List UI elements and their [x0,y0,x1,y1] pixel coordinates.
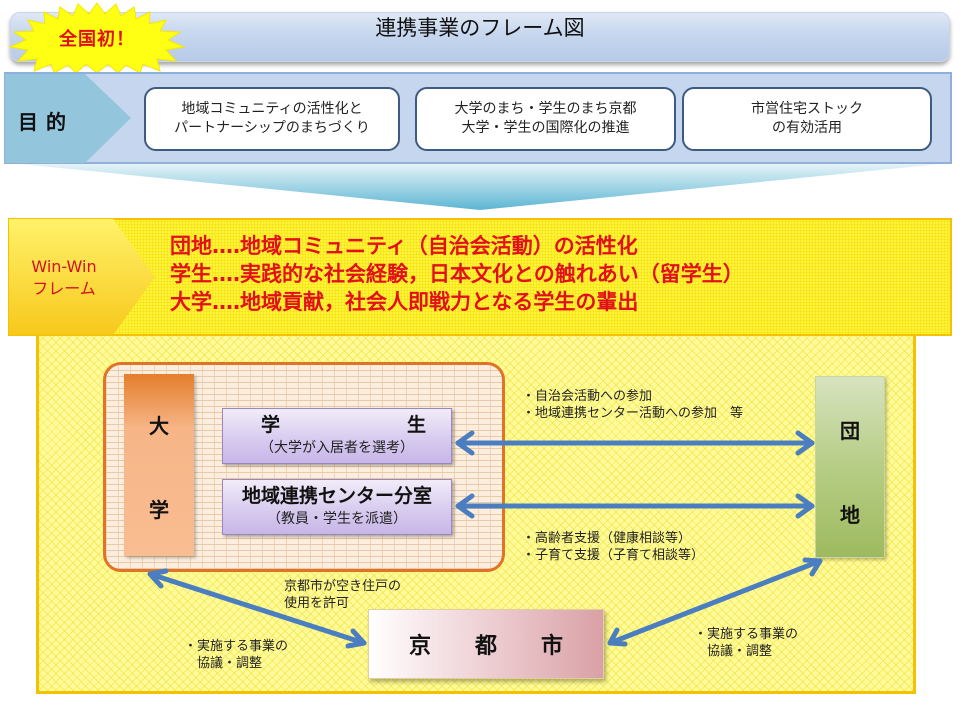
benefit-student: 学生‥‥実践的な社会経験，日本文化との触れあい（留学生） [170,262,744,286]
student-title-left: 学 [261,414,281,436]
kyoto-char-2: 都 [474,634,497,659]
university-column: 大 学 [124,374,194,556]
note-top-right: ・自治会活動への参加 ・地域連携センター活動への参加 等 [522,388,743,422]
student-box: 学 生 （大学が入居者を選考） [222,408,452,464]
note-line: ・子育て支援（子育て相談等） [522,548,705,563]
note-line: ・高齢者支援（健康相談等） [522,531,692,546]
goal-housing-stock: 市営住宅ストック の有効活用 [682,87,932,151]
note-line: 協議・調整 [694,644,773,659]
note-line: 協議・調整 [184,656,263,671]
note-mid-right: ・高齢者支援（健康相談等） ・子育て支援（子育て相談等） [522,530,704,564]
note-bottom-right: ・実施する事業の 協議・調整 [694,626,798,660]
page-title: 連携事業のフレーム図 [375,16,585,40]
regional-center-box: 地域連携センター分室 （教員・学生を派遣） [222,479,452,535]
winwin-band [8,218,952,336]
note-line: ・実施する事業の [694,627,799,642]
purpose-label: 目的 [18,110,74,134]
benefit-university: 大学‥‥地域貢献，社会人即戦力となる学生の輩出 [170,290,639,314]
note-kyoto-permission: 京都市が空き住戸の 使用を許可 [284,578,401,612]
student-subtitle: （大学が入居者を選考） [260,440,414,456]
winwin-chevron [9,219,155,335]
student-title-right: 生 [406,414,426,436]
regional-center-title: 地域連携センター分室 [241,485,432,507]
winwin-benefits: 団地‥‥地域コミュニティ（自治会活動）の活性化 学生‥‥実践的な社会経験，日本文… [170,232,744,316]
kyoto-char-3: 市 [540,634,563,659]
goal-community: 地域コミュニティの活性化と パートナーシップのまちづくり [144,87,400,151]
note-line: ・実施する事業の [184,639,289,654]
danchi-char-1: 団 [840,419,860,443]
danchi-column: 団 地 [815,376,885,558]
danchi-char-2: 地 [840,503,860,527]
student-title: 学 生 [223,412,451,438]
university-char-2: 学 [149,498,169,522]
nationwide-first-badge: 全国初！ [59,29,135,50]
note-line: 京都市が空き住戸の [284,579,402,594]
university-char-1: 大 [149,414,169,438]
kyoto-city-box: 京 都 市 [368,609,604,679]
note-bottom-left: ・実施する事業の 協議・調整 [184,638,288,672]
note-line: ・地域連携センター活動への参加 等 [522,406,744,421]
goal-university-city: 大学のまち・学生のまち京都 大学・学生の国際化の推進 [415,87,676,151]
kyoto-char-1: 京 [409,634,432,659]
winwin-label-line2: フレーム [32,279,96,298]
winwin-label-line1: Win-Win [31,257,97,276]
purpose-chevron [5,74,131,163]
note-line: ・自治会活動への参加 [522,389,653,404]
benefit-danchi: 団地‥‥地域コミュニティ（自治会活動）の活性化 [170,234,638,258]
funnel-arrow [20,164,940,210]
note-line: 使用を許可 [284,596,350,611]
regional-center-subtitle: （教員・学生を派遣） [267,511,407,527]
winwin-label: Win-Win フレーム [14,256,114,300]
